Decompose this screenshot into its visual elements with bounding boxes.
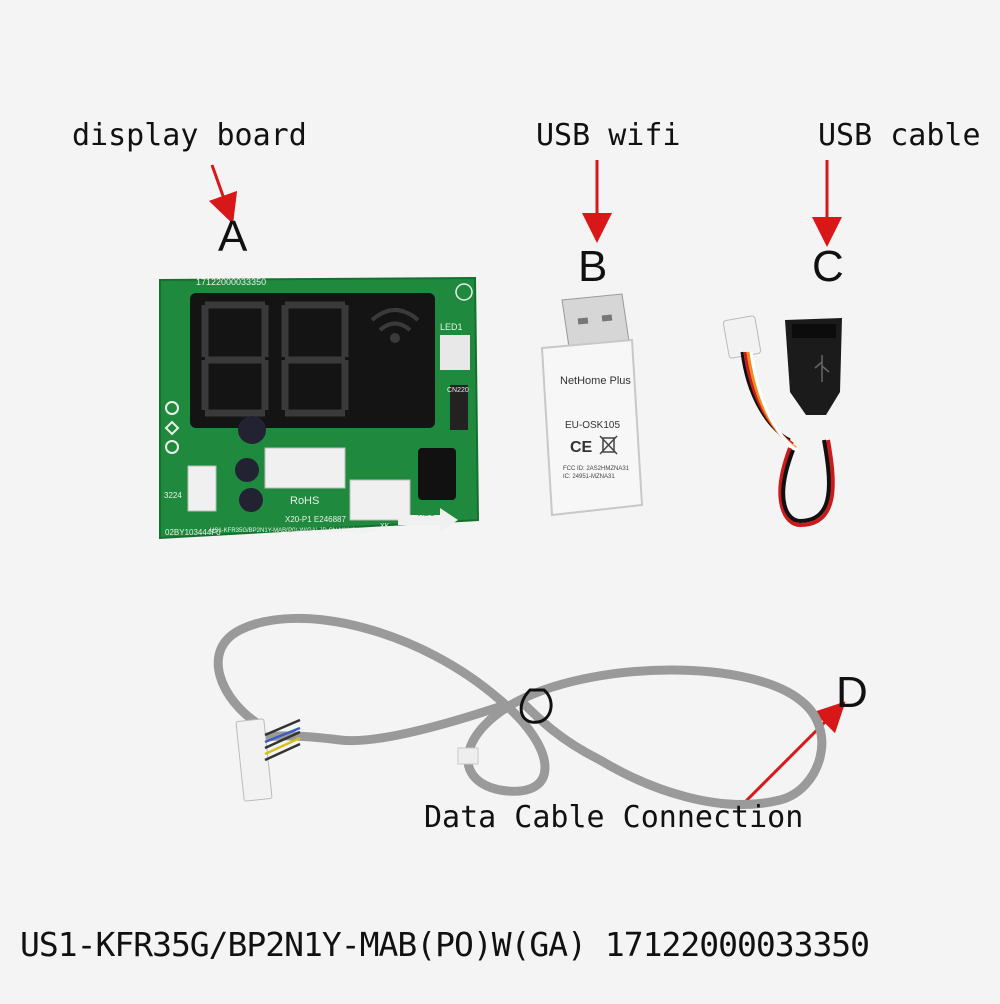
letter-c: C bbox=[812, 242, 844, 291]
board-led-label: LED1 bbox=[440, 322, 463, 332]
letter-a: A bbox=[218, 212, 248, 261]
cable-clip bbox=[457, 747, 479, 765]
label-usb-cable: USB cable bbox=[818, 118, 981, 153]
board-model-line: US1-KFR35G/BP2N1Y-MAB(P0)-W(GA) JD CN MX… bbox=[210, 528, 376, 534]
data-cable-connector bbox=[235, 718, 301, 802]
board-cn220-label: CN220 bbox=[447, 387, 469, 394]
usb-wifi-dongle bbox=[540, 293, 644, 517]
usb-cable bbox=[722, 315, 842, 528]
dongle-ic: IC: 24951-MZNA31 bbox=[563, 474, 615, 480]
board-side-code: 3224 bbox=[164, 491, 182, 500]
letter-d: D bbox=[836, 668, 868, 717]
letter-b: B bbox=[578, 242, 608, 291]
board-bottom-code: 02BY103444F0 bbox=[165, 528, 221, 537]
board-rec-label: REC bbox=[418, 509, 435, 518]
label-usb-wifi: USB wifi bbox=[536, 118, 681, 153]
board-xk-label: XK bbox=[380, 523, 390, 530]
wifi-symbol-icon bbox=[370, 308, 420, 343]
arrow-a bbox=[208, 164, 238, 225]
dongle-model: EU-OSK105 bbox=[565, 420, 620, 431]
model-caption: US1-KFR35G/BP2N1Y-MAB(PO)W(GA) 171220000… bbox=[20, 925, 870, 964]
board-part-number: 17122000033350 bbox=[196, 277, 266, 287]
weee-bin-icon bbox=[599, 435, 618, 455]
dongle-brand: NetHome Plus bbox=[560, 375, 631, 387]
display-board bbox=[159, 276, 480, 540]
board-rohs-label: RoHS bbox=[290, 495, 319, 507]
dongle-fcc: FCC ID: 2AS2HMZNA31 bbox=[563, 466, 630, 472]
board-code-label: X20-P1 E246887 bbox=[285, 515, 346, 524]
label-data-cable: Data Cable Connection bbox=[424, 800, 804, 835]
usb-trident-icon bbox=[814, 355, 830, 382]
dongle-ce-text: CE bbox=[570, 439, 593, 456]
label-display-board: display board bbox=[72, 118, 307, 153]
cable-tie bbox=[519, 688, 553, 724]
